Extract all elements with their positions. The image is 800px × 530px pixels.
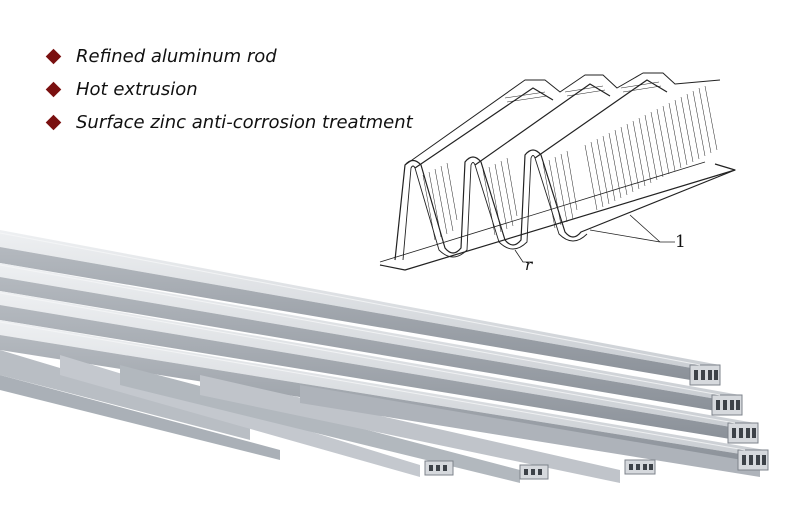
feature-text: Surface zinc anti-corrosion treatment: [76, 112, 413, 133]
feature-text: Refined aluminum rod: [76, 46, 277, 67]
feature-item: Refined aluminum rod: [45, 40, 413, 73]
feature-item: Surface zinc anti-corrosion treatment: [45, 106, 413, 139]
feature-list: Refined aluminum rod Hot extrusion Surfa…: [45, 40, 413, 139]
fin-diagram: r 1: [379, 72, 736, 274]
tube-bundle: [0, 230, 769, 483]
feature-text: Hot extrusion: [76, 79, 198, 100]
part-label: 1: [675, 232, 686, 252]
radius-label: r: [525, 256, 533, 274]
aluminum-tubes-image: [0, 230, 769, 483]
diamond-bullet-icon: [45, 114, 62, 131]
diamond-bullet-icon: [45, 81, 62, 98]
feature-item: Hot extrusion: [45, 73, 413, 106]
diamond-bullet-icon: [45, 48, 62, 65]
